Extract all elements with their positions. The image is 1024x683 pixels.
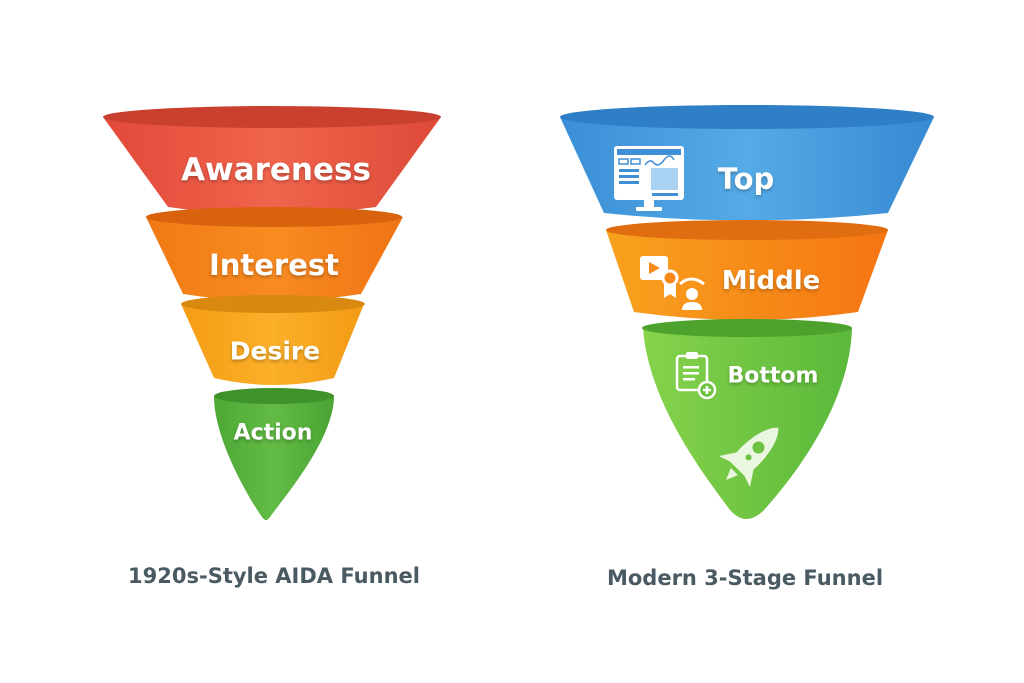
label-bottom: Bottom <box>727 363 819 389</box>
label-action: Action <box>233 420 313 446</box>
right-funnel <box>560 105 934 519</box>
left-funnel <box>103 106 441 520</box>
stage-action <box>214 388 334 520</box>
stage-bottom <box>642 319 852 519</box>
monitor-dashboard-icon <box>614 146 684 211</box>
left-funnel-caption: 1920s-Style AIDA Funnel <box>128 564 420 588</box>
clipboard-add-icon <box>675 352 717 400</box>
rocket-icon <box>718 427 779 488</box>
label-middle: Middle <box>721 266 821 296</box>
stage-desire <box>181 295 365 385</box>
label-interest: Interest <box>208 248 340 282</box>
stage-middle <box>606 220 888 320</box>
label-top: Top <box>717 162 775 196</box>
right-funnel-caption: Modern 3-Stage Funnel <box>606 566 884 590</box>
label-awareness: Awareness <box>181 152 371 188</box>
stage-interest <box>146 207 403 301</box>
stage-awareness <box>103 106 441 215</box>
video-webinar-icon <box>640 256 705 310</box>
label-desire: Desire <box>229 336 321 366</box>
